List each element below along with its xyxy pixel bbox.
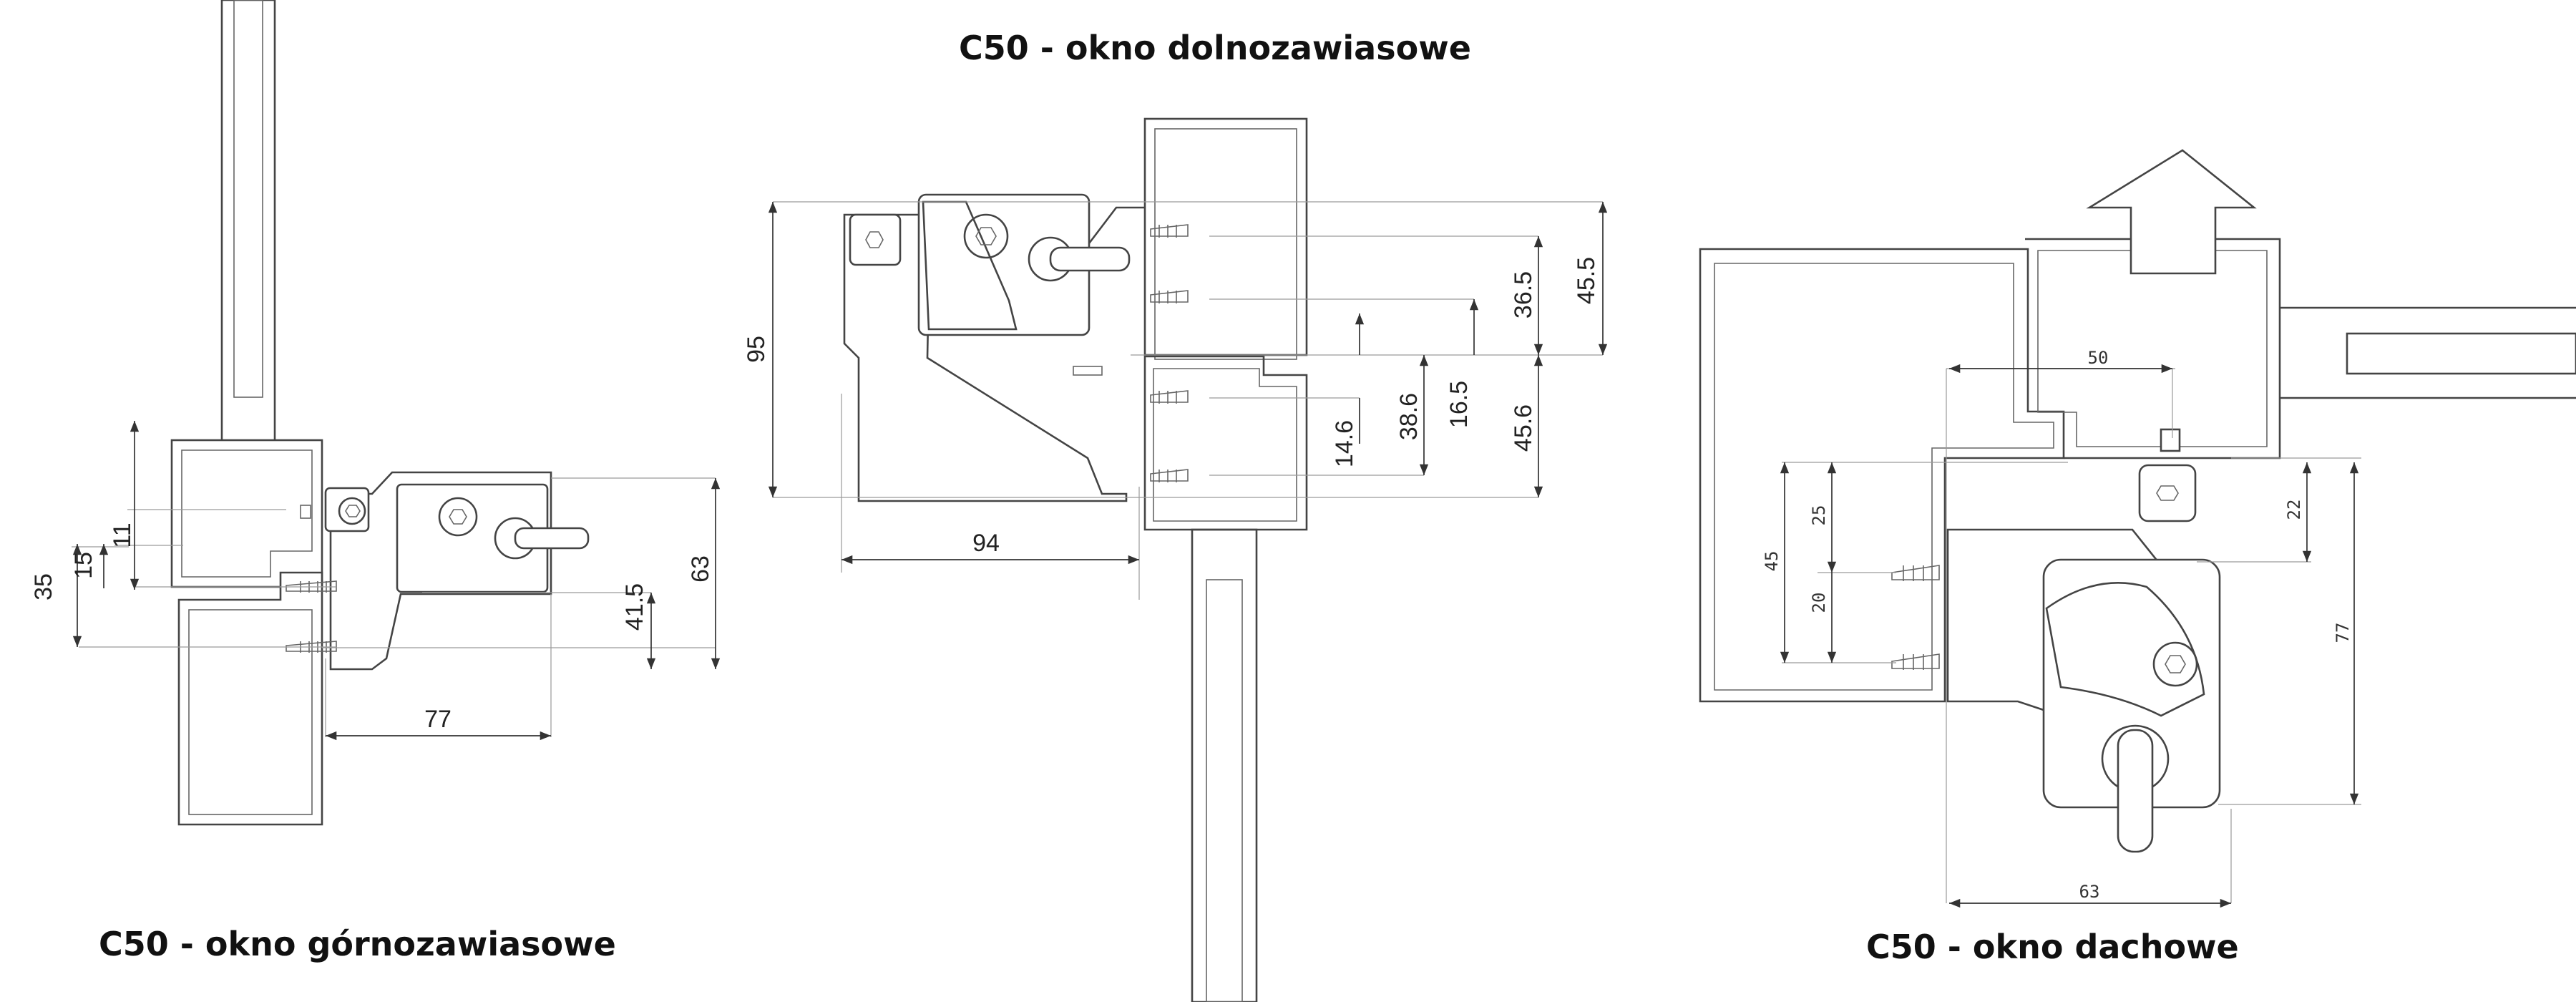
dimension-label-63: 63 <box>2079 882 2100 902</box>
dimension-label-41-5: 41.5 <box>621 583 648 631</box>
dimension-label-38-6: 38.6 <box>1395 393 1423 440</box>
dimension-label-77: 77 <box>2333 623 2353 643</box>
dimension-label-45: 45 <box>1762 551 1782 572</box>
dimension-label-63: 63 <box>687 555 714 583</box>
screw-icon <box>1891 565 1940 581</box>
dimension-label-35: 35 <box>30 573 57 600</box>
dimension-label-20: 20 <box>1809 593 1829 613</box>
dimension-label-50: 50 <box>2088 348 2109 368</box>
dimension-label-15: 15 <box>70 552 97 579</box>
dimension-label-77: 77 <box>424 706 452 733</box>
screw-icon <box>1150 290 1189 303</box>
dimension-label-94: 94 <box>972 530 1000 557</box>
dimension-label-36-5: 36.5 <box>1510 271 1537 318</box>
screw-icon <box>1150 390 1189 404</box>
title-top-hung-window: C50 - okno górnozawiasowe <box>99 925 616 963</box>
screw-icon <box>1150 224 1189 238</box>
dimension-label-45-6: 45.6 <box>1510 404 1537 452</box>
dimension-label-22: 22 <box>2284 500 2304 520</box>
title-bottom-hung-window: C50 - okno dolnozawiasowe <box>959 29 1471 67</box>
diagram-roof: 50 45 25 20 22 77 63 <box>1699 149 2576 908</box>
dimension-label-95: 95 <box>743 336 770 363</box>
screw-icon <box>1891 653 1940 670</box>
dimension-label-25: 25 <box>1809 505 1829 526</box>
diagram-bottom-hung: 95 94 36.5 45.5 14.6 38.6 16.5 45.6 <box>743 117 1608 1002</box>
dimension-label-45-5: 45.5 <box>1573 257 1600 304</box>
dimension-label-16-5: 16.5 <box>1445 381 1473 428</box>
direction-arrow-icon <box>2086 149 2257 275</box>
diagram-top-hung: 11 15 35 41.5 63 77 <box>30 0 721 826</box>
screw-icon <box>1150 469 1189 482</box>
title-roof-window: C50 - okno dachowe <box>1866 928 2239 966</box>
dimension-label-11: 11 <box>109 522 136 548</box>
dimension-label-14-6: 14.6 <box>1331 420 1358 467</box>
